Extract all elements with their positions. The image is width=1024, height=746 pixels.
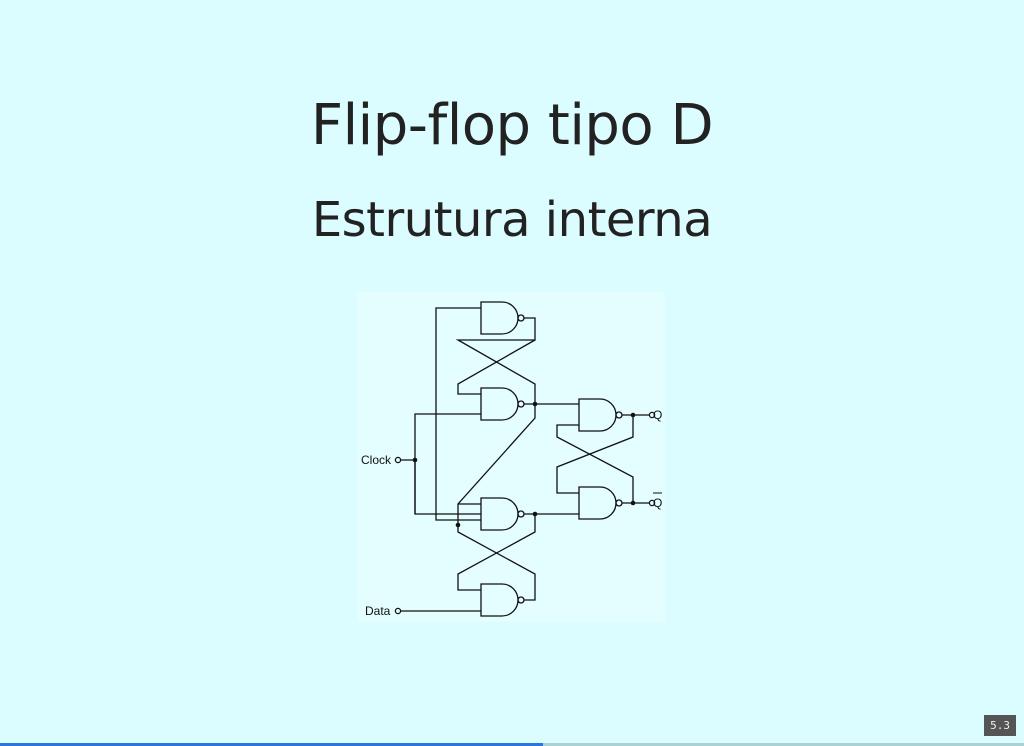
junction-dot [630, 412, 636, 418]
data-terminal [394, 607, 402, 615]
wire-g1-cross [457, 339, 536, 395]
nand-gate-2 [480, 387, 519, 421]
nand-bubble-6 [615, 499, 623, 507]
q-label: Q [653, 408, 662, 422]
wire-g2-clock-input [414, 413, 481, 514]
junction-dot [532, 511, 538, 517]
q-terminal [648, 411, 656, 419]
nand-bubble-4 [517, 596, 525, 604]
data-label: Data [365, 604, 391, 618]
nand-bubble-5 [615, 411, 623, 419]
progress-fill [0, 743, 543, 746]
qbar-terminal [648, 499, 656, 507]
nand-gate-3 [480, 497, 519, 531]
junction-dot [532, 401, 538, 407]
nand-bubble-1 [517, 314, 525, 322]
slide-title: Flip-flop tipo D [310, 93, 714, 158]
circuit-diagram: Clock Data Q Q [357, 292, 665, 622]
junction-dot [412, 457, 418, 463]
nand-gate-1 [480, 301, 519, 335]
slide-number: 5.3 [984, 715, 1016, 736]
nand-gate-4 [480, 583, 519, 617]
wire-g3-g4-cross-b [457, 525, 536, 601]
wire-clock [401, 459, 481, 515]
wire-g1-feedback [455, 317, 536, 405]
d-flip-flop-schematic: Clock Data Q Q [361, 301, 662, 618]
junction-dot [630, 500, 636, 506]
slide-subtitle: Estrutura interna [311, 192, 713, 248]
nand-bubble-2 [517, 400, 525, 408]
nand-gate-6 [578, 486, 617, 520]
junction-dot [455, 522, 461, 528]
progress-bar[interactable] [0, 743, 1024, 746]
wire-q-feedback [556, 415, 634, 494]
clock-label: Clock [361, 453, 392, 467]
wire-g2-g3-cross [457, 404, 536, 525]
clock-terminal [394, 456, 402, 464]
wire-g3-g4-cross-a [457, 513, 536, 591]
q-bar-label: Q [653, 496, 662, 510]
wire-qbar-feedback [556, 424, 634, 503]
nand-bubble-3 [517, 510, 525, 518]
nand-gate-5 [578, 398, 617, 432]
